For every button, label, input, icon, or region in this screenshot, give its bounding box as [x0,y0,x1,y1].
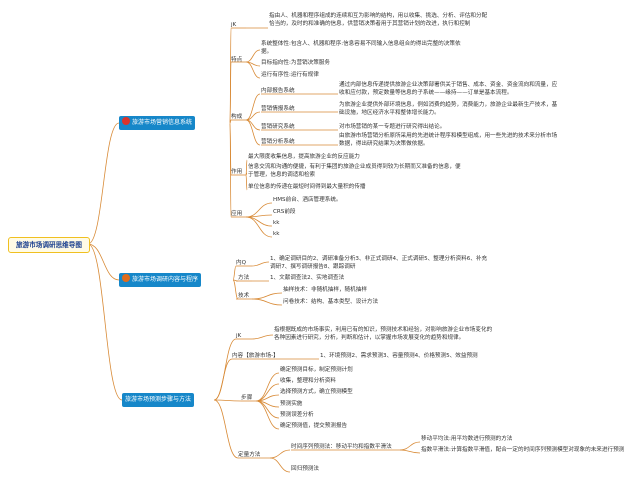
connector-line [251,334,274,340]
connector-line [251,298,283,306]
topic-market-forecast[interactable]: 旅游市场预测步骤与方法 [122,393,195,407]
s1-feature-1: 系统整体性:包含人、机器和程序:信息容易不同输入信息组合的得出完整的决策依据。 [261,41,461,55]
s1-function-2: 信息交流和沟通的便捷，有利于集团的旅游企业成员得到较为长期而又准备的信息，便于管… [248,164,461,178]
s3-exp-smoothing: 指数平滑法:计算指数平滑值，配合一定的时间序列预测模型对现象的未来进行预测 [421,447,625,453]
root-node[interactable]: 旅游市场调研思维导图 [8,237,90,253]
s2-content-text: 1、确定调研目的2、调研准备分析3、非正式调研4、正式调研5、整理分析资料6、补… [270,256,488,270]
s3-definition-text: 指根据既成的市场事实，利用已有的知识，预测技术和经验，对影响旅游企业市场变化的各… [274,327,493,341]
connector-line [245,216,273,238]
s3-step-3: 选择预测方式，确立预测模型 [280,389,353,395]
s1-component-2-name[interactable]: 营销情报系统 [261,106,295,112]
s1-component-1-name[interactable]: 内部报告系统 [261,88,295,94]
orange-number-icon [122,274,130,282]
s3-steps-label[interactable]: 步骤 [241,395,253,401]
connector-line [245,93,261,121]
s1-feature-2: 目标指向性:为营销决策服务 [261,60,331,66]
s1-definition-text: 指由人、机器和程序组成的连续和互为影响的结构，用以收集、挑选、分析、评估和分配恰… [269,13,488,27]
s1-application-2: CRS前段 [273,209,296,215]
s3-contents-label[interactable]: 内容【旅游市场-】 [232,353,279,359]
topic-1-branch [229,61,232,124]
s1-features-label[interactable]: 特点 [231,57,243,63]
topic-1-branch [229,122,232,218]
s3-step-1: 确定预测目标，制定预测计划 [280,367,353,373]
root-to-topic-1 [87,122,120,245]
topic-2-branch [232,279,239,300]
s1-application-3: kk [273,220,280,226]
s2-content-label[interactable]: 内Q [236,260,246,266]
topic-3-branch [213,358,233,401]
s1-components-label[interactable]: 构成 [231,114,243,120]
connector-line [245,214,273,218]
s3-step-4: 预测实施 [280,401,303,407]
s1-component-4-desc: 由旅游市场营销分析原所采用的先进统计程序和模型组成，用一些先进的技术来分析市场数… [339,133,558,147]
connector-line [245,174,248,191]
root-to-topic-3 [87,243,123,401]
topic-3-branch [213,399,242,402]
connector-line [245,49,261,63]
s1-function-1: 最大限度收集信息，提高旅游企业的反应能力 [248,154,360,160]
connector-line [255,400,280,430]
s3-time-series-label[interactable]: 时间序列预测法：移动平均和指数平滑法 [291,444,392,450]
topic-marketing-info-system[interactable]: 旅游市场营销信息系统 [119,116,196,130]
connector-line [245,119,261,146]
connector-line [255,372,280,402]
s3-step-5: 预测误差分析 [280,412,314,418]
topic-3-branch [213,399,239,459]
connector-line [245,111,261,121]
s1-component-4-name[interactable]: 营销分析系统 [261,139,295,145]
s1-definition-label[interactable]: jK [231,22,237,28]
connector-line [399,449,421,454]
s1-component-2-desc: 为旅游企业提供外部环境信息，例如消费的趋势，消费能力，旅游企业最新生产技术，基础… [339,102,558,116]
s1-application-1: HMS前台、酒店管理系统。 [273,197,342,203]
s1-component-1-desc: 通过内部信息传递提供旅游企业决策部署供关于销售、成本、资金、资金流向和流量，应收… [339,82,558,96]
s3-contents-text: 1、环境预测2、需求预测3、容量预测4、价格预测5、效益预测 [320,353,478,359]
connector-line [245,61,261,79]
s1-function-3: 单位信息的传递在最短时间得到最大量积的传播 [248,184,366,190]
s3-quant-label[interactable]: 定量方法 [238,452,261,458]
topic-research-content[interactable]: 旅游市场调研内容与程序 [119,273,202,287]
connector-line [251,261,270,267]
topic-2-branch [232,265,237,281]
s2-technique-1: 抽样技术：非随机抽样，随机抽样 [283,287,367,293]
s3-regression-label[interactable]: 回归预测法 [291,466,319,472]
red-number-icon [122,117,130,125]
s1-applications-label[interactable]: 应用 [231,211,243,217]
s2-technique-2: 问卷技术：结构、基本类型、设计方法 [283,299,379,305]
s2-method-label[interactable]: 方法 [238,275,250,281]
connector-line [399,441,421,451]
connector-line [251,292,283,300]
s1-component-3-desc: 对市场营销的某一专题进行研究得出结论。 [339,124,446,130]
s1-feature-3: 运行有序性:运行有规律 [261,72,319,78]
s3-step-6: 确定预测值，提交预测报告 [280,423,348,429]
s1-component-3-name[interactable]: 营销研究系统 [261,124,295,130]
s3-definition-label[interactable]: jK [236,333,242,339]
connector-line [245,216,273,227]
s3-step-2: 收集，整理和分析资料 [280,378,336,384]
s1-functions-label[interactable]: 作用 [231,169,243,175]
s2-technique-label[interactable]: 技术 [238,293,250,299]
s2-method-text: 1、文献调查法2、实地调查法 [270,275,345,281]
s1-application-4: kk [273,231,280,237]
connector-line [269,449,291,459]
root-to-topic-2 [87,243,120,281]
connector-line [269,457,291,473]
s3-moving-average: 移动平均法:用平均数进行预测的方法 [421,436,513,442]
